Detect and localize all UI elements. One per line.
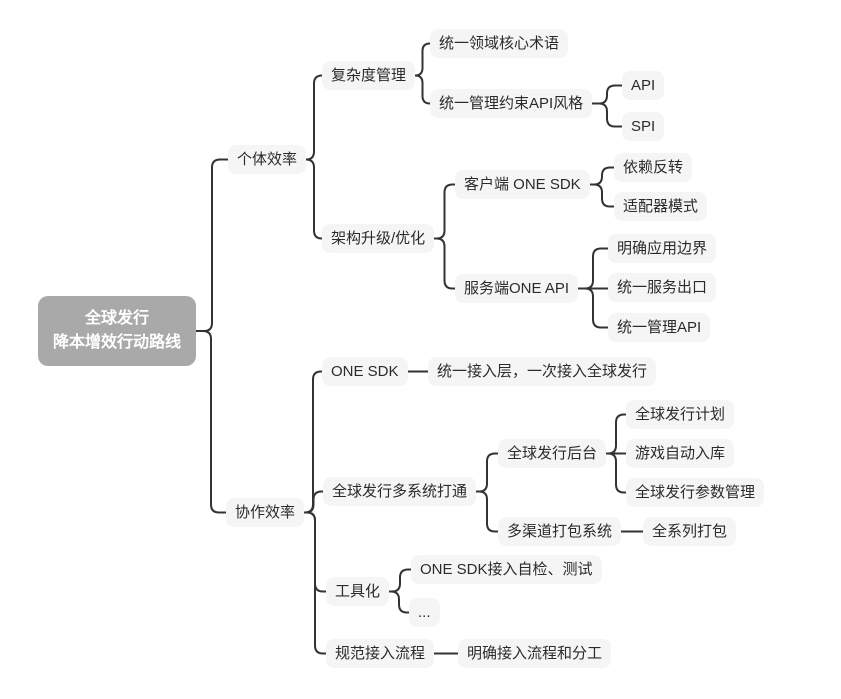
connector-line [303, 511, 327, 655]
node-unified-service-exit[interactable]: 统一服务出口 [608, 273, 717, 302]
connector-line [577, 287, 609, 329]
node-dependency-inversion[interactable]: 依赖反转 [614, 153, 693, 182]
node-adapter-pattern[interactable]: 适配器模式 [614, 192, 708, 221]
connector-line [414, 42, 431, 77]
connector-line [388, 590, 410, 614]
node-root[interactable]: 全球发行 降本增效行动路线 [38, 296, 196, 366]
connector-line [303, 490, 324, 514]
node-standard-access-process[interactable]: 规范接入流程 [326, 639, 435, 668]
connector-line [305, 74, 323, 161]
node-one-sdk-self-check[interactable]: ONE SDK接入自检、测试 [411, 555, 602, 584]
node-multi-channel-packaging[interactable]: 多渠道打包系统 [498, 517, 622, 546]
node-client-one-sdk[interactable]: 客户端 ONE SDK [455, 170, 590, 199]
connector-line [475, 452, 499, 493]
node-unified-management-api[interactable]: 统一管理API [608, 313, 711, 342]
connector-line [433, 183, 456, 240]
connector-line [605, 452, 627, 494]
node-collaboration-efficiency[interactable]: 协作效率 [226, 498, 305, 527]
connector-line [414, 74, 431, 105]
connector-line [605, 413, 627, 455]
connector-line [388, 568, 412, 593]
node-one-sdk[interactable]: ONE SDK [322, 357, 408, 386]
node-unified-access-layer[interactable]: 统一接入层，一次接入全球发行 [428, 357, 657, 386]
connector-line [591, 102, 623, 128]
connector-line [475, 490, 499, 533]
connector-line [589, 166, 615, 186]
connector-line [195, 330, 227, 514]
connector-line [577, 247, 609, 290]
node-toolization[interactable]: 工具化 [326, 577, 390, 606]
node-spi[interactable]: SPI [622, 112, 665, 141]
node-global-publishing-params[interactable]: 全球发行参数管理 [626, 478, 765, 507]
node-clear-app-boundary[interactable]: 明确应用边界 [608, 234, 717, 263]
node-clear-process-division[interactable]: 明确接入流程和分工 [458, 639, 612, 668]
connector-line [305, 158, 323, 240]
connector-line [591, 84, 623, 105]
connector-line [589, 183, 615, 208]
node-architecture-upgrade[interactable]: 架构升级/优化 [322, 224, 435, 253]
node-server-one-api[interactable]: 服务端ONE API [455, 274, 579, 303]
node-global-publishing-backend[interactable]: 全球发行后台 [498, 439, 607, 468]
connector-line [433, 237, 456, 290]
node-unified-domain-terms[interactable]: 统一领域核心术语 [430, 29, 569, 58]
node-full-series-packaging[interactable]: 全系列打包 [643, 517, 737, 546]
node-ellipsis[interactable]: ... [409, 598, 440, 627]
node-api[interactable]: API [622, 71, 665, 100]
connector-line [195, 158, 229, 332]
node-complexity-management[interactable]: 复杂度管理 [322, 61, 416, 90]
node-multi-system-integration[interactable]: 全球发行多系统打通 [323, 477, 477, 506]
node-game-auto-storage[interactable]: 游戏自动入库 [626, 439, 735, 468]
node-individual-efficiency[interactable]: 个体效率 [228, 145, 307, 174]
node-unified-api-style[interactable]: 统一管理约束API风格 [430, 89, 593, 118]
node-global-publishing-plan[interactable]: 全球发行计划 [626, 400, 735, 429]
